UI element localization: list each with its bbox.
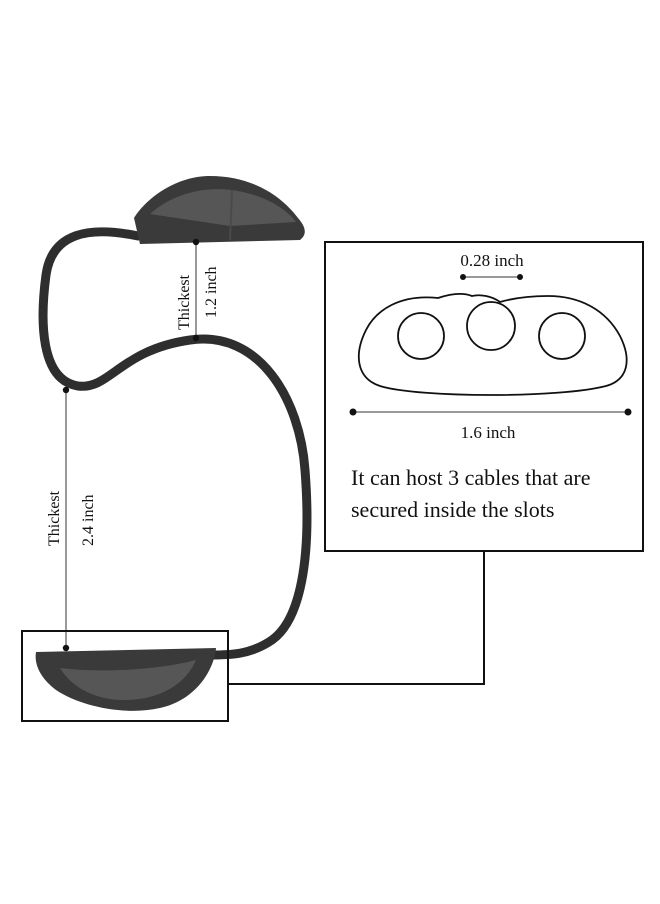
callout-connector — [228, 551, 485, 685]
total-width-dimension — [349, 408, 632, 416]
flexible-arm — [38, 227, 312, 660]
cross-section-outline — [358, 292, 628, 396]
top-thickness-value: 1.2 inch — [203, 266, 220, 318]
cable-slot-center — [466, 301, 516, 351]
description-line-1: It can host 3 cables that are — [351, 465, 590, 490]
bottom-clip — [35, 648, 217, 711]
bottom-thickness-value: 2.4 inch — [80, 494, 97, 546]
top-clip — [134, 176, 305, 244]
bottom-clip-highlight-box — [21, 630, 229, 722]
cable-slot-right — [538, 312, 586, 360]
description-line-2: secured inside the slots — [351, 497, 554, 522]
detail-box — [324, 241, 644, 552]
total-width-label: 1.6 inch — [461, 423, 516, 442]
bottom-thickness-dimension — [62, 386, 70, 652]
top-thickness-dimension — [192, 238, 200, 342]
bottom-thickness-label: Thickest — [46, 490, 63, 546]
top-thickness-label: Thickest — [176, 274, 193, 330]
slot-width-dimension — [460, 274, 523, 280]
cable-slot-left — [397, 312, 445, 360]
slot-width-label: 0.28 inch — [460, 251, 524, 270]
